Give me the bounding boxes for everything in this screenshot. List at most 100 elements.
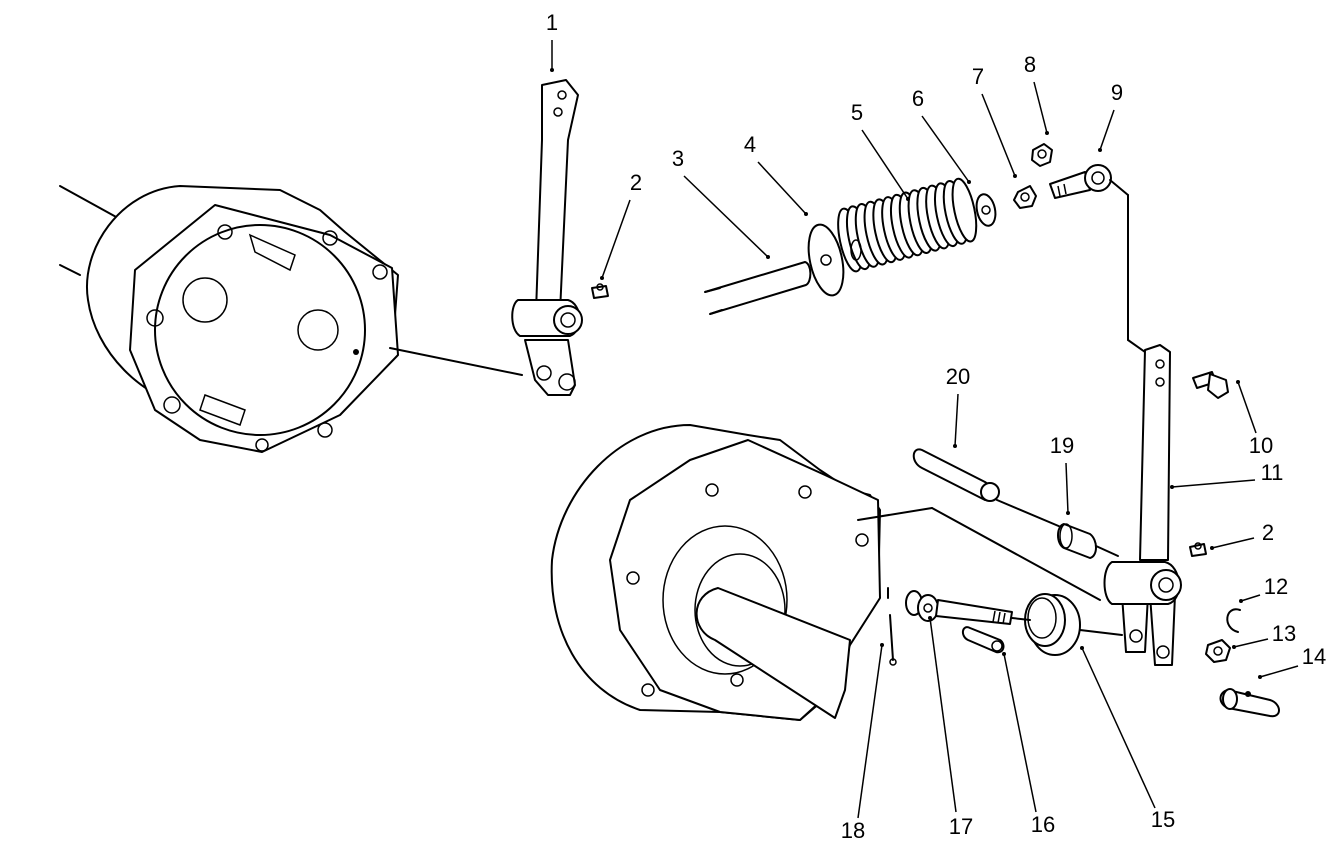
nut-part-7 bbox=[1013, 185, 1037, 209]
callout-label: 17 bbox=[949, 814, 973, 839]
lever-part-11 bbox=[1103, 179, 1182, 666]
cotter-pin-part-18 bbox=[887, 587, 897, 666]
pin-part-16 bbox=[962, 626, 1005, 654]
callout-label: 15 bbox=[1151, 807, 1175, 832]
pin-part-14 bbox=[1219, 688, 1280, 718]
leader-dot bbox=[953, 444, 957, 448]
leader-dot bbox=[967, 180, 971, 184]
pin-part-20 bbox=[912, 448, 1069, 531]
leader-line bbox=[954, 393, 959, 447]
callout-label: 2 bbox=[1262, 520, 1274, 545]
leader-line bbox=[1033, 81, 1048, 134]
leader-line bbox=[929, 617, 957, 813]
callout-c6: 6 bbox=[912, 86, 971, 184]
callout-label: 20 bbox=[946, 364, 970, 389]
leader-dot bbox=[880, 643, 884, 647]
callout-c1: 1 bbox=[546, 10, 558, 72]
leader-dot bbox=[1066, 511, 1070, 515]
callout-c9: 9 bbox=[1098, 80, 1123, 152]
callout-c8: 8 bbox=[1024, 52, 1049, 135]
leader-line bbox=[1099, 109, 1115, 151]
leader-dot bbox=[1170, 485, 1174, 489]
callout-label: 8 bbox=[1024, 52, 1036, 77]
callout-label: 4 bbox=[744, 132, 756, 157]
spring-part-5 bbox=[837, 177, 978, 273]
leader-line bbox=[1211, 537, 1255, 549]
leader-dot bbox=[1232, 645, 1236, 649]
callout-label: 6 bbox=[912, 86, 924, 111]
nut-part-13 bbox=[1205, 639, 1231, 663]
callout-label: 11 bbox=[1261, 460, 1284, 485]
grease-fitting-part-2-upper bbox=[591, 283, 609, 299]
leader-line bbox=[1003, 653, 1037, 813]
upper-housing bbox=[59, 185, 523, 453]
leader-dot bbox=[550, 68, 554, 72]
leader-dot bbox=[804, 212, 808, 216]
callout-c18: 18 bbox=[841, 643, 884, 843]
callout-c4: 4 bbox=[744, 132, 808, 216]
callout-label: 12 bbox=[1264, 574, 1288, 599]
callout-c3: 3 bbox=[672, 146, 770, 259]
callout-c16: 16 bbox=[1002, 652, 1055, 837]
leader-line bbox=[1233, 638, 1269, 648]
callout-label: 19 bbox=[1050, 433, 1074, 458]
callout-c20: 20 bbox=[946, 364, 970, 448]
callout-label: 10 bbox=[1249, 433, 1273, 458]
grease-fitting-part-2-lower bbox=[1189, 542, 1207, 557]
washer-part-6 bbox=[975, 193, 997, 227]
callout-label: 1 bbox=[546, 10, 558, 35]
clevis-part-17 bbox=[905, 590, 1031, 625]
nut-part-8 bbox=[1031, 143, 1053, 167]
leader-dot bbox=[1236, 380, 1240, 384]
washer-part-4 bbox=[807, 223, 845, 297]
callout-c7: 7 bbox=[972, 64, 1017, 178]
leader-line bbox=[921, 115, 970, 183]
leader-dot bbox=[1002, 652, 1006, 656]
lever-part-1 bbox=[511, 79, 583, 396]
leader-line bbox=[1237, 381, 1257, 434]
leader-dot bbox=[1239, 599, 1243, 603]
callout-c2b: 2 bbox=[1210, 520, 1274, 550]
callout-c13: 13 bbox=[1232, 621, 1296, 649]
leader-line bbox=[861, 129, 909, 200]
cup-part-15 bbox=[1024, 593, 1123, 656]
lower-housing bbox=[550, 424, 1101, 721]
rod-part-3 bbox=[704, 261, 812, 315]
leader-line bbox=[1065, 462, 1069, 514]
leader-line bbox=[1240, 594, 1261, 602]
callout-c17: 17 bbox=[928, 616, 973, 839]
callout-label: 7 bbox=[972, 64, 984, 89]
callout-label: 3 bbox=[672, 146, 684, 171]
bushing-part-19 bbox=[1057, 523, 1119, 559]
leader-dot bbox=[1013, 174, 1017, 178]
leader-line bbox=[1171, 479, 1256, 488]
leader-line bbox=[601, 199, 631, 279]
leader-line bbox=[1081, 647, 1156, 809]
leader-dot bbox=[1258, 675, 1262, 679]
callout-label: 9 bbox=[1111, 80, 1123, 105]
rod-end-part-9 bbox=[1049, 164, 1112, 199]
leader-dot bbox=[1210, 546, 1214, 550]
leader-line bbox=[981, 93, 1016, 177]
callout-label: 16 bbox=[1031, 812, 1055, 837]
bolt-part-10 bbox=[1192, 371, 1229, 399]
leader-line bbox=[857, 644, 883, 819]
callout-c5: 5 bbox=[851, 100, 910, 201]
callout-label: 2 bbox=[630, 170, 642, 195]
leader-dot bbox=[928, 616, 932, 620]
callout-c14: 14 bbox=[1258, 644, 1326, 679]
callout-c19: 19 bbox=[1050, 433, 1074, 515]
leader-dot bbox=[1080, 646, 1084, 650]
callout-c15: 15 bbox=[1080, 646, 1175, 832]
leader-line bbox=[683, 175, 769, 258]
callout-c2a: 2 bbox=[600, 170, 642, 280]
clip-part-12 bbox=[1226, 608, 1241, 633]
callout-c11: 11 bbox=[1170, 460, 1283, 489]
callout-label: 14 bbox=[1302, 644, 1326, 669]
leader-dot bbox=[1045, 131, 1049, 135]
leader-line bbox=[757, 161, 807, 215]
callout-label: 13 bbox=[1272, 621, 1296, 646]
leader-dot bbox=[1098, 148, 1102, 152]
leader-line bbox=[1259, 665, 1299, 678]
